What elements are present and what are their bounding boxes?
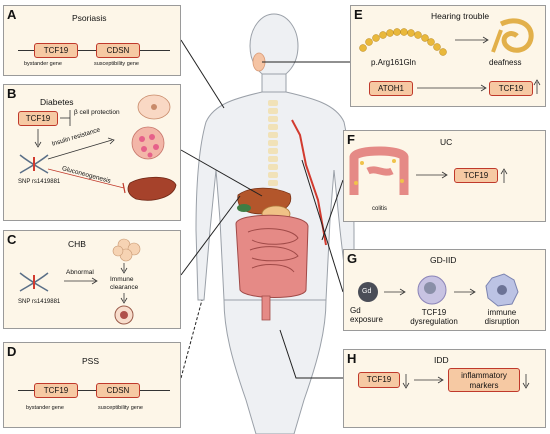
gene-box-cdsn: CDSN (96, 383, 140, 398)
gene-box-tcf19: TCF19 (358, 372, 400, 388)
inflammatory-markers-box: inflammatory markers (448, 368, 520, 392)
panel-d-letter: D (7, 344, 17, 359)
panel-c-title: CHB (68, 239, 86, 249)
gene-strand (18, 390, 170, 391)
dna-icon (19, 154, 49, 174)
tcf19-dysregulation-label: TCF19 dysregulation (410, 308, 458, 326)
beta-cell-icon (137, 94, 171, 120)
panel-h-title: IDD (434, 355, 449, 365)
panel-b-letter: B (7, 86, 17, 101)
beta-cell-label: β cell protection (74, 109, 120, 116)
bystander-label: bystander gene (24, 61, 62, 67)
virus-cells-icon (112, 238, 141, 262)
immune-clearance-label: Immune clearance (110, 276, 139, 291)
gd-label: Gd (362, 288, 372, 295)
susceptibility-label: susceptibility gene (94, 61, 139, 67)
panel-f-graphics (349, 146, 508, 195)
gene-box-tcf19: TCF19 (34, 43, 78, 58)
panel-d-title: PSS (82, 356, 100, 366)
connector-c (180, 195, 241, 276)
panel-e-letter: E (354, 7, 363, 22)
panel-b: B Diabetes TCF19 β cell protection (3, 84, 181, 221)
spine (268, 100, 278, 194)
panel-e-graphics (359, 18, 541, 94)
panel-g-letter: G (347, 251, 358, 266)
immune-disruption-label: immune disruption (484, 308, 520, 326)
panel-d: D PSS TCF19 CDSN bystander gene suscepti… (3, 342, 181, 428)
connector-b (180, 149, 263, 197)
gd-exposure-label: Gd exposure (350, 306, 383, 324)
gd-icon (358, 282, 378, 302)
dna-icon (19, 272, 49, 292)
panel-e-title: Hearing trouble (431, 11, 490, 21)
gene-box-cdsn: CDSN (96, 43, 140, 58)
connector-h (279, 329, 343, 379)
connector-a (180, 39, 225, 109)
panel-c: C CHB Abnormal Immune clearance SNP rs14… (3, 230, 181, 329)
blood-vessel (291, 119, 327, 246)
panel-g: G GD-IID Gd Gd exposure TCF19 dysregulat… (343, 249, 546, 331)
cochlea-icon (491, 18, 534, 53)
disrupted-cell-icon (485, 273, 519, 307)
gene-box-tcf19: TCF19 (18, 111, 58, 126)
panel-h: H IDD TCF19 inflammatory markers (343, 349, 546, 428)
panel-a-letter: A (7, 7, 17, 22)
panel-f: F UC TCF19 colitis (343, 130, 546, 222)
panel-e: E Hearing trouble p.Arg161Gln deafness A… (350, 5, 546, 107)
deafness-label: deafness (489, 58, 522, 67)
colitis-label: colitis (372, 206, 388, 212)
panel-f-letter: F (347, 132, 355, 147)
virus-icon (114, 305, 134, 325)
protein-chain-icon (359, 28, 447, 56)
immune-cell-icon (417, 275, 447, 305)
panel-c-graphics (19, 238, 141, 325)
panel-b-title: Diabetes (40, 97, 74, 107)
panel-g-graphics (358, 273, 519, 307)
panel-a: A Psoriasis TCF19 CDSN bystander gene su… (3, 5, 181, 76)
variant-label: p.Arg161Gln (371, 58, 416, 67)
panel-g-title: GD-IID (430, 255, 457, 265)
gene-strand (18, 50, 170, 51)
gene-box-atoh1: ATOH1 (369, 81, 413, 96)
snp-label: SNP rs1419881 (18, 179, 61, 185)
susceptibility-label: susceptibility gene (98, 405, 143, 411)
snp-label: SNP rs1419881 (18, 299, 61, 305)
pancreas-cells-icon (131, 126, 165, 160)
gene-box-tcf19: TCF19 (489, 81, 533, 96)
panel-h-graphics (402, 374, 530, 389)
organs (235, 187, 309, 321)
panel-c-letter: C (7, 232, 17, 247)
abnormal-label: Abnormal (66, 269, 94, 276)
colon-icon (349, 146, 409, 195)
gene-box-tcf19: TCF19 (454, 168, 498, 183)
panel-b-graphics (19, 94, 177, 201)
panel-h-letter: H (347, 351, 357, 366)
panel-a-title: Psoriasis (72, 13, 107, 23)
connector-d (180, 299, 203, 379)
connector-g (301, 159, 344, 293)
liver-icon (127, 176, 177, 201)
panel-f-title: UC (440, 137, 453, 147)
bystander-label: bystander gene (26, 405, 64, 411)
gene-box-tcf19: TCF19 (34, 383, 78, 398)
connector-f (321, 179, 344, 241)
